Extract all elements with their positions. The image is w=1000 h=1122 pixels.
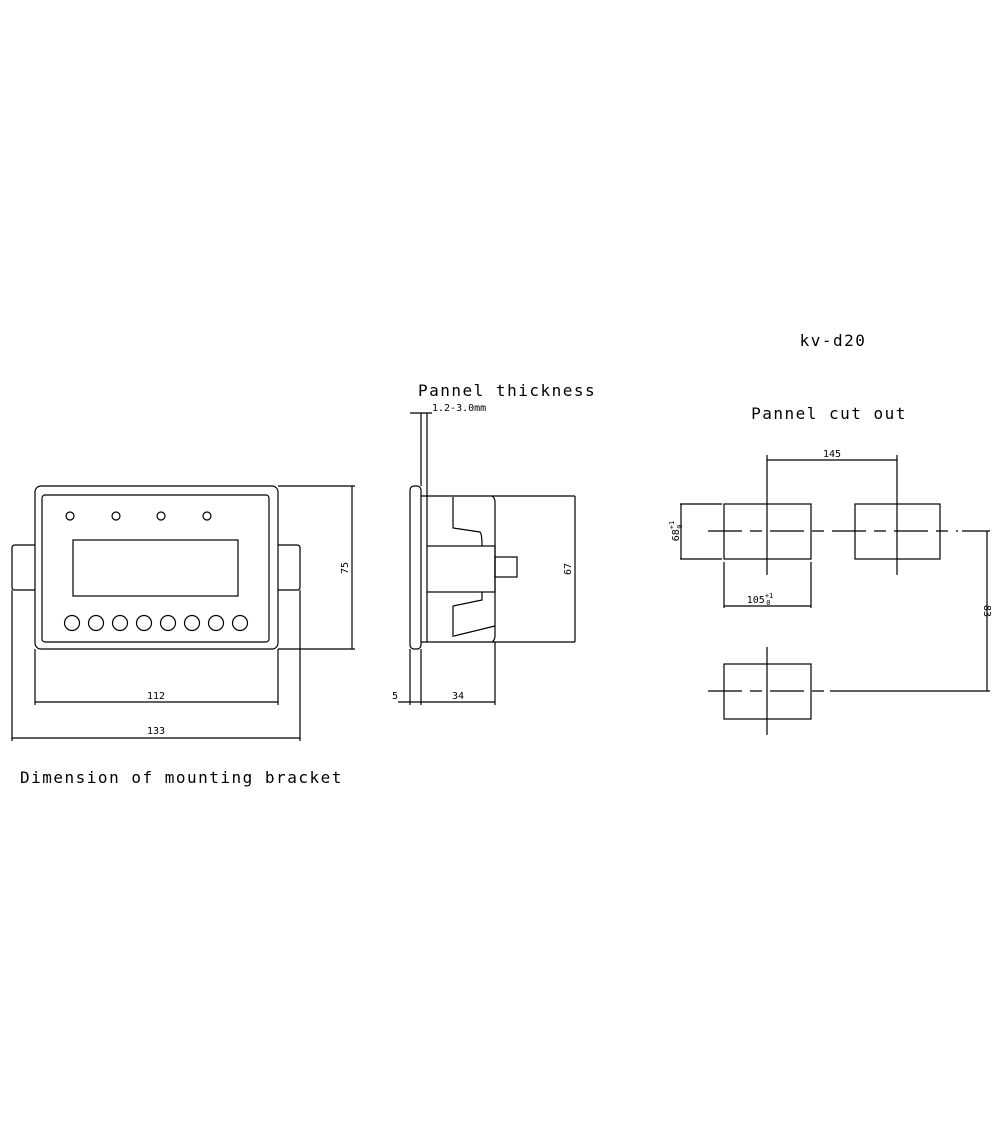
key-button (231, 614, 249, 632)
key-button (63, 614, 81, 632)
key-button (87, 614, 105, 632)
indicator-led (65, 511, 75, 521)
dimension-line-depth (398, 642, 496, 705)
front-view: 75 112 133 Dimension of mounting bracket (11, 485, 355, 787)
dimension-line-112 (34, 649, 279, 705)
dim-cut-height-label: 68+10 (668, 521, 684, 541)
dim-body-width-label: 112 (147, 691, 165, 702)
dim-pitch-y-label: 83 (981, 605, 992, 617)
model-label: kv-d20 (800, 331, 867, 350)
dim-flange-label: 5 (392, 691, 398, 702)
indicator-led (156, 511, 166, 521)
indicator-led (111, 511, 121, 521)
dimension-line-75 (278, 485, 355, 650)
dim-depth-label: 34 (452, 691, 464, 702)
front-panel (41, 494, 270, 643)
dim-height-label: 75 (340, 562, 351, 574)
dimension-line-105 (723, 562, 812, 608)
key-button (159, 614, 177, 632)
key-button (183, 614, 201, 632)
side-view: Pannel thickness 1.2-3.0mm 67 5 34 (392, 381, 596, 705)
front-flange (409, 485, 422, 650)
housing-outline (34, 485, 279, 650)
dimension-line-133 (11, 590, 301, 741)
display-window (72, 539, 239, 597)
dim-pitch-x-label: 145 (823, 449, 841, 460)
dim-side-height-label: 67 (563, 563, 574, 575)
bracket-left (11, 544, 35, 591)
indicator-leds (65, 511, 212, 521)
dimension-line-68 (680, 503, 722, 560)
panel-lines (420, 413, 428, 705)
terminal-box (426, 545, 496, 593)
key-button (207, 614, 225, 632)
key-button (135, 614, 153, 632)
key-button (111, 614, 129, 632)
housing-body (421, 495, 575, 643)
housing-profile (452, 497, 496, 637)
bracket-right (278, 544, 301, 591)
cutout-view-title: Pannel cut out (751, 404, 907, 423)
connector (494, 556, 518, 578)
panel-thickness-label: 1.2-3.0mm (432, 403, 486, 414)
side-view-title: Pannel thickness (418, 381, 596, 400)
keypad-buttons (63, 614, 249, 632)
center-lines-vertical (766, 455, 898, 735)
cutout-view: kv-d20 Pannel cut out 83 145 68+10 105+1… (668, 331, 992, 735)
front-view-caption: Dimension of mounting bracket (20, 768, 343, 787)
dimension-line-83 (830, 530, 990, 692)
dim-bracket-width-label: 133 (147, 726, 165, 737)
indicator-led (202, 511, 212, 521)
